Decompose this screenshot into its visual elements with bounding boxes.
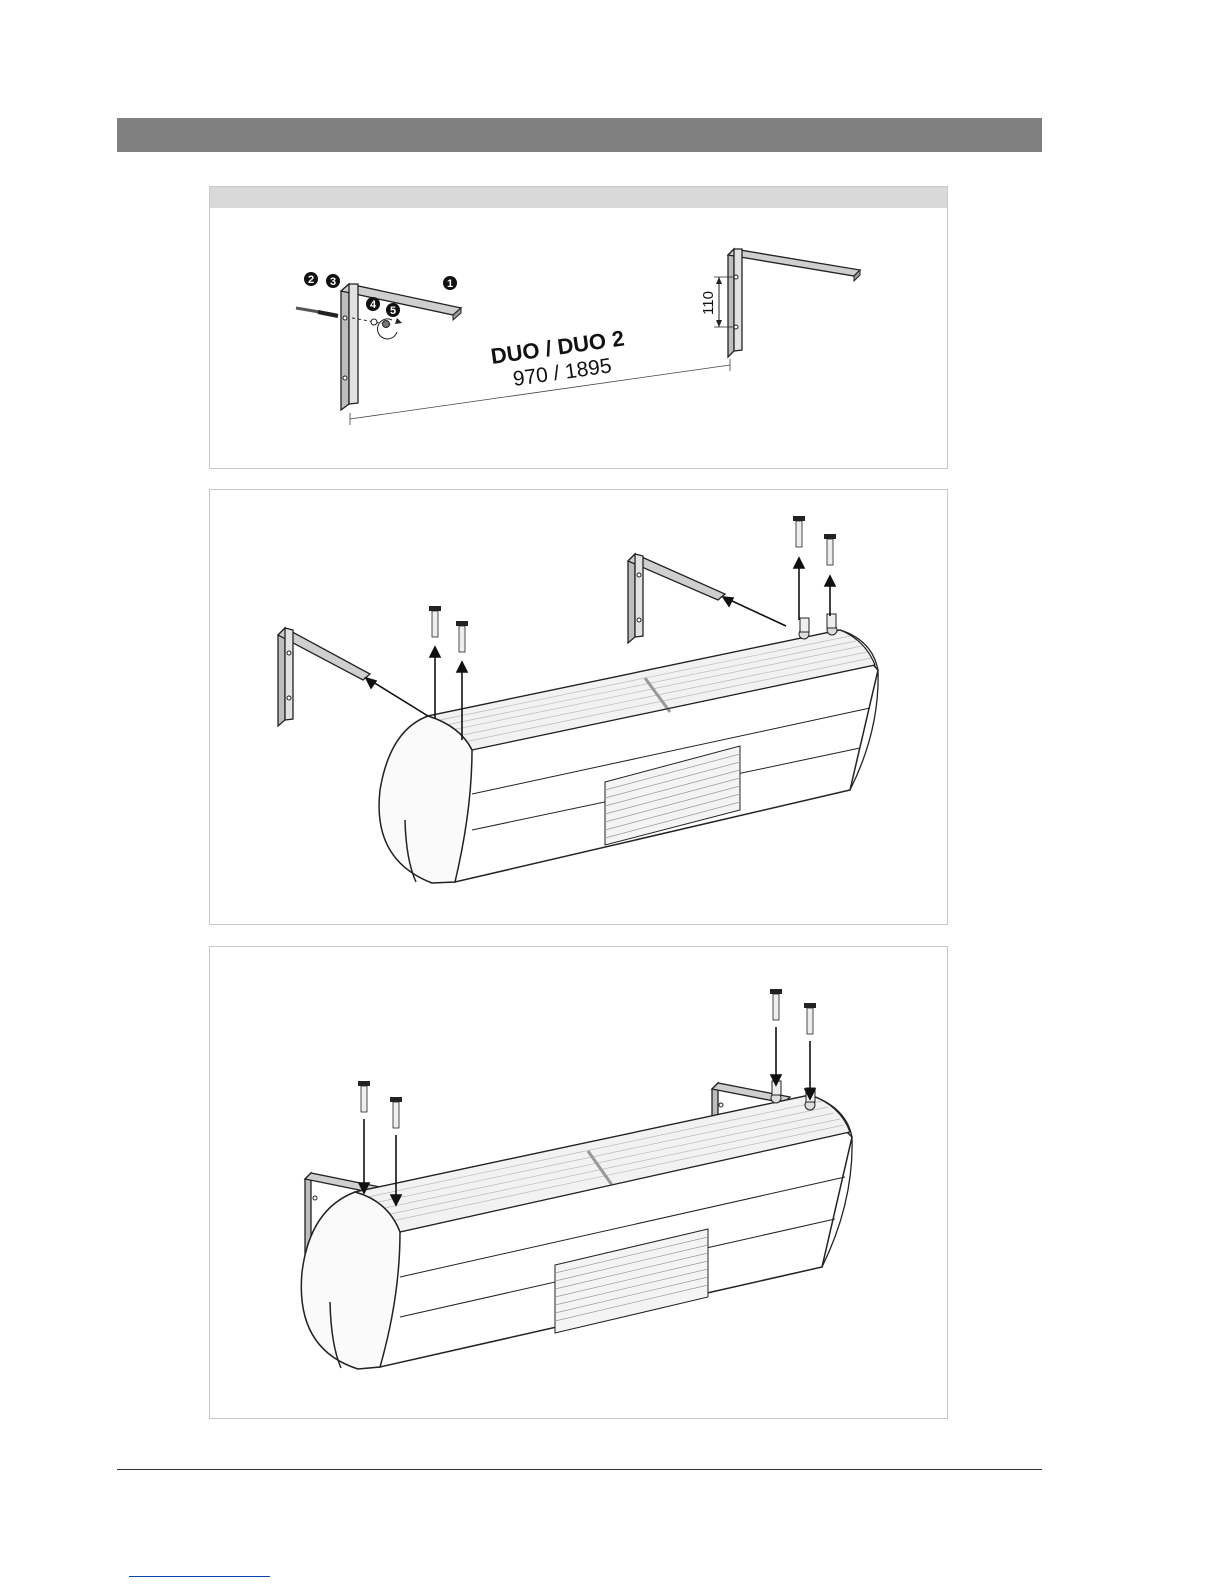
callout-4-label: 4 xyxy=(370,299,377,311)
callout-5: 5 xyxy=(386,303,400,317)
height-label: 110 xyxy=(700,291,717,315)
callout-4: 4 xyxy=(366,297,380,311)
callout-1-label: 1 xyxy=(447,278,453,290)
unit-fixing-figure xyxy=(209,946,948,1419)
unit-positioning-figure xyxy=(209,489,948,925)
unit-fixing-drawing xyxy=(210,947,949,1420)
footer-rule xyxy=(117,1469,1042,1470)
left-bracket xyxy=(278,628,370,726)
screw-b xyxy=(390,1097,402,1128)
bracket-spacing-drawing: 1 2 3 4 5 xyxy=(210,187,949,470)
screw-1 xyxy=(429,606,441,637)
spacing-dimension: DUO / DUO 2 970 / 1895 xyxy=(350,325,730,425)
air-curtain-unit-mounted xyxy=(301,1081,852,1369)
screw-4 xyxy=(824,534,836,565)
callout-2: 2 xyxy=(304,272,318,286)
callout-5-label: 5 xyxy=(390,305,396,317)
screw-3 xyxy=(793,516,805,547)
screw-2 xyxy=(456,621,468,652)
right-bracket xyxy=(628,554,725,643)
footer-link-underline[interactable] xyxy=(129,1576,270,1577)
screw-a xyxy=(358,1081,370,1112)
screw-c xyxy=(770,989,782,1020)
right-wall-bracket xyxy=(728,249,860,357)
bracket-spacing-figure: 1 2 3 4 5 xyxy=(209,186,948,469)
callout-3: 3 xyxy=(326,274,340,288)
callout-3-label: 3 xyxy=(330,276,336,288)
callout-1: 1 xyxy=(443,276,457,290)
air-curtain-unit xyxy=(379,614,878,883)
screw-d xyxy=(804,1003,816,1034)
unit-positioning-drawing xyxy=(210,490,949,926)
callout-2-label: 2 xyxy=(308,274,314,286)
section-header-bar xyxy=(117,118,1042,152)
left-wall-bracket xyxy=(341,284,461,410)
